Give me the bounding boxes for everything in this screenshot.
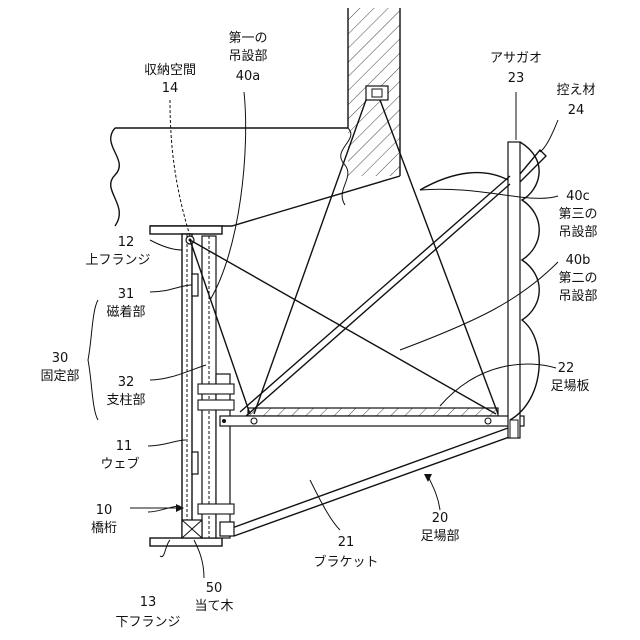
label-post: 支柱部 xyxy=(106,393,145,408)
label-upper-flange-num: 12 xyxy=(118,235,135,250)
label-morning-glory-num: 23 xyxy=(508,71,525,86)
horizontal-beam xyxy=(220,416,524,426)
label-storage-space: 収納空間 xyxy=(144,63,196,78)
label-second-hanger-num: 40b xyxy=(566,253,591,268)
label-third-hanger-1: 第三の xyxy=(558,207,597,222)
label-first-hanger-num: 40a xyxy=(236,69,261,84)
label-brace: 控え材 xyxy=(556,83,595,98)
label-third-hanger-num: 40c xyxy=(566,189,590,204)
label-scaffold-num: 20 xyxy=(432,511,449,526)
magnet-upper xyxy=(192,274,198,296)
label-fixing: 固定部 xyxy=(40,369,79,384)
label-girder-num: 10 xyxy=(96,503,113,518)
upper-flange-plate xyxy=(150,226,222,234)
magnet-lower xyxy=(192,452,198,474)
label-post-num: 32 xyxy=(118,375,135,390)
label-board: 足場板 xyxy=(550,379,589,394)
label-bracket: ブラケット xyxy=(313,554,378,570)
label-web-num: 11 xyxy=(116,439,133,454)
label-second-hanger-1: 第二の xyxy=(558,271,597,286)
label-second-hanger-2: 吊設部 xyxy=(558,288,597,304)
scaffold-board xyxy=(248,408,498,416)
label-magnet-num: 31 xyxy=(118,287,135,302)
label-wood-pad: 当て木 xyxy=(194,599,233,614)
label-scaffold: 足場部 xyxy=(420,529,459,544)
label-girder: 橋桁 xyxy=(91,521,117,536)
label-storage-space-num: 14 xyxy=(162,81,179,96)
label-magnet: 磁着部 xyxy=(106,304,145,320)
label-upper-flange: 上フランジ xyxy=(85,253,150,268)
lower-flange-plate xyxy=(150,538,222,546)
leader-lines xyxy=(88,92,558,578)
label-board-num: 22 xyxy=(558,361,575,376)
label-fixing-num: 30 xyxy=(52,351,69,366)
label-lower-flange: 下フランジ xyxy=(115,615,180,630)
label-third-hanger-2: 吊設部 xyxy=(558,224,597,240)
label-first-hanger-1: 第一の xyxy=(228,31,267,46)
label-wood-pad-num: 50 xyxy=(206,581,223,596)
label-brace-num: 24 xyxy=(568,103,585,118)
label-lower-flange-num: 13 xyxy=(140,595,157,610)
label-morning-glory: アサガオ xyxy=(490,51,542,66)
morning-glory-post xyxy=(508,142,520,438)
label-first-hanger-2: 吊設部 xyxy=(228,48,267,64)
label-web: ウェブ xyxy=(100,456,139,472)
scaffold-assembly xyxy=(220,142,546,536)
label-bracket-num: 21 xyxy=(338,535,355,550)
